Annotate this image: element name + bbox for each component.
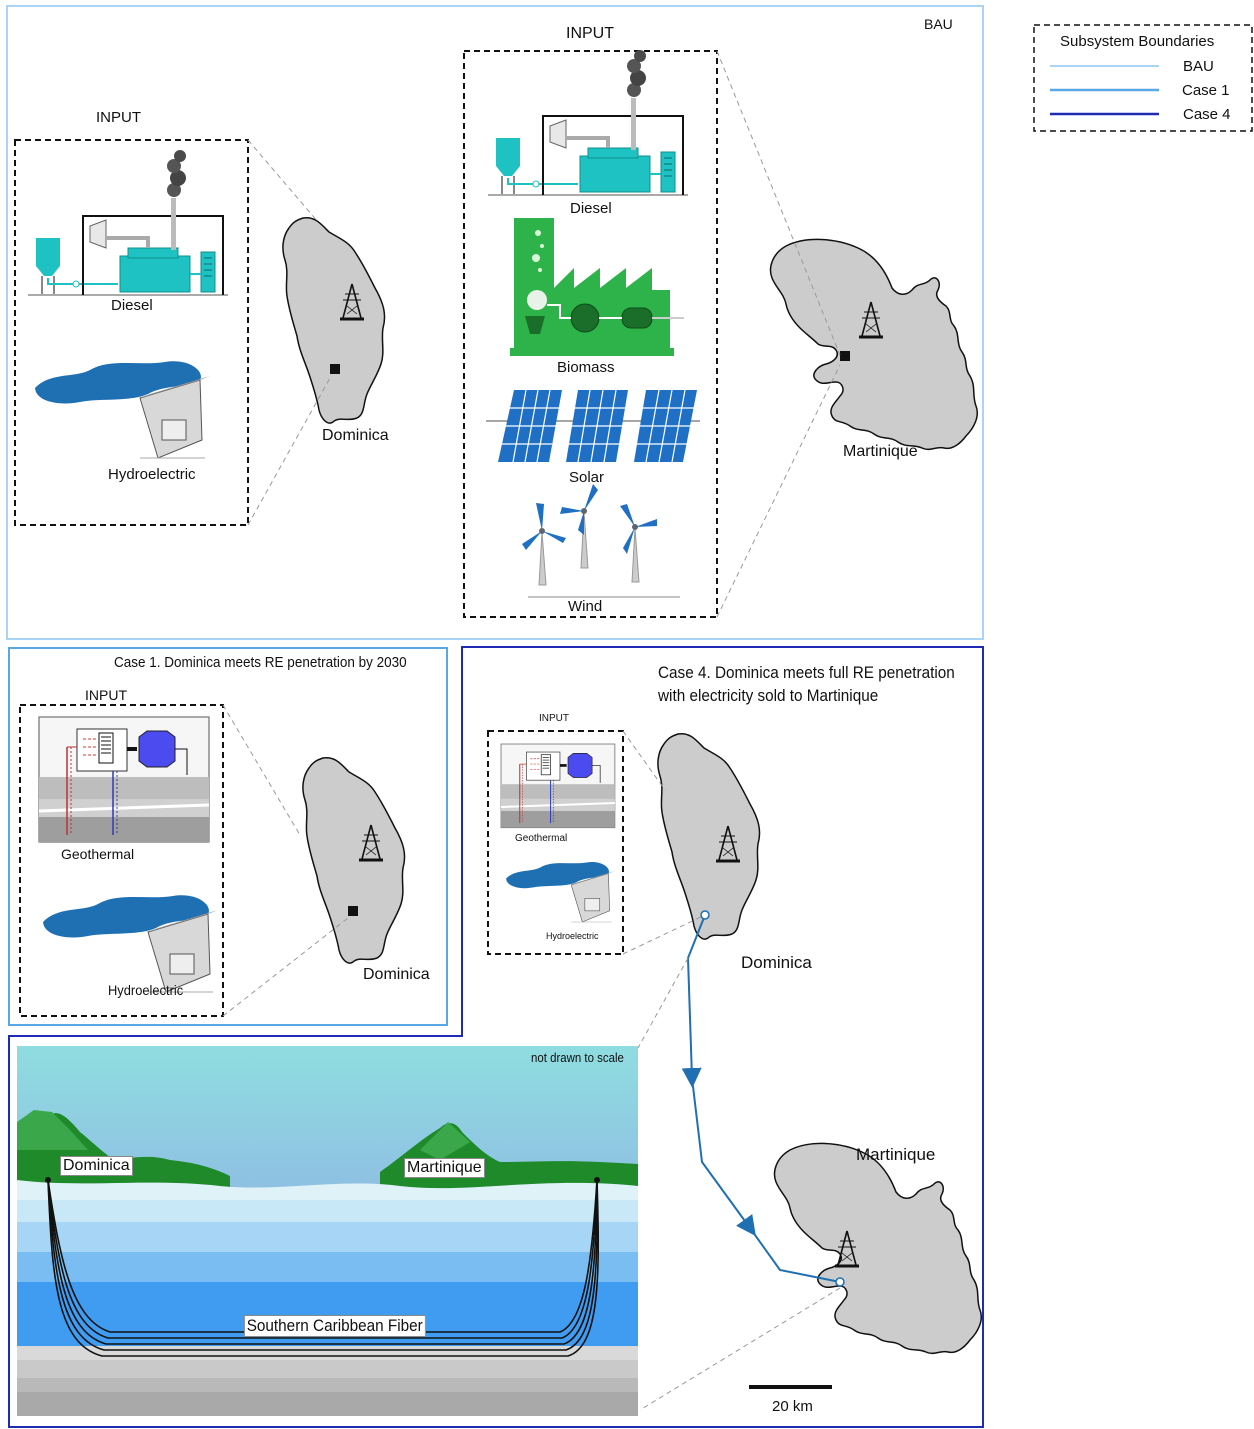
- inset-note: not drawn to scale: [531, 1050, 624, 1065]
- legend-item-case1: Case 1: [1182, 82, 1230, 99]
- bau-tag: BAU: [924, 16, 953, 32]
- case4-martinique-island: [773, 1142, 983, 1355]
- case4-dominica-island: [657, 732, 761, 940]
- bau-martinique-island: [769, 238, 979, 451]
- inset-martinique-label: Martinique: [404, 1158, 485, 1178]
- bau-martinique-source-diesel: Diesel: [570, 200, 612, 217]
- bau-dominica-island: [282, 216, 386, 424]
- bau-dominica-source-diesel: Diesel: [111, 297, 153, 314]
- biomass-icon: [510, 218, 684, 356]
- case1-source-hydro: Hydroelectric: [108, 982, 184, 998]
- legend-title: Subsystem Boundaries: [1060, 33, 1215, 50]
- case4-source-geothermal: Geothermal: [515, 833, 568, 844]
- case4-title-line2: with electricity sold to Martinique: [658, 686, 879, 705]
- bau-martinique-source-solar: Solar: [569, 469, 605, 486]
- bau-martinique-source-wind: Wind: [568, 598, 603, 615]
- case1-input-title: INPUT: [85, 687, 127, 703]
- case4-martinique-label: Martinique: [856, 1145, 936, 1164]
- solar-icon: [486, 389, 700, 463]
- bau-martinique-input-title: INPUT: [566, 25, 614, 42]
- wind-icon: [522, 484, 680, 598]
- legend-item-bau: BAU: [1183, 58, 1214, 75]
- case1-dominica-island: [302, 756, 406, 964]
- case4-dominica-label: Dominica: [741, 953, 812, 972]
- case4-input-title: INPUT: [539, 713, 569, 724]
- bau-martinique-label: Martinique: [843, 443, 918, 460]
- case4-source-hydro: Hydroelectric: [546, 931, 599, 941]
- case4-title-line1: Case 4. Dominica meets full RE penetrati…: [658, 663, 955, 682]
- case1-source-geothermal: Geothermal: [61, 846, 135, 862]
- cable-cross-section: [17, 1046, 638, 1416]
- case1-title: Case 1. Dominica meets RE penetration by…: [114, 654, 407, 671]
- scale-bar-label: 20 km: [772, 1398, 813, 1415]
- bau-dominica-source-hydro: Hydroelectric: [108, 466, 196, 483]
- inset-cable-label: Southern Caribbean Fiber: [244, 1315, 426, 1337]
- inset-dominica-label: Dominica: [60, 1156, 133, 1176]
- case1-dominica-label: Dominica: [363, 966, 430, 983]
- legend-item-case4: Case 4: [1183, 106, 1231, 123]
- bau-martinique-source-biomass: Biomass: [557, 359, 615, 376]
- bau-dominica-input-title: INPUT: [96, 109, 141, 126]
- bau-dominica-label: Dominica: [322, 427, 389, 444]
